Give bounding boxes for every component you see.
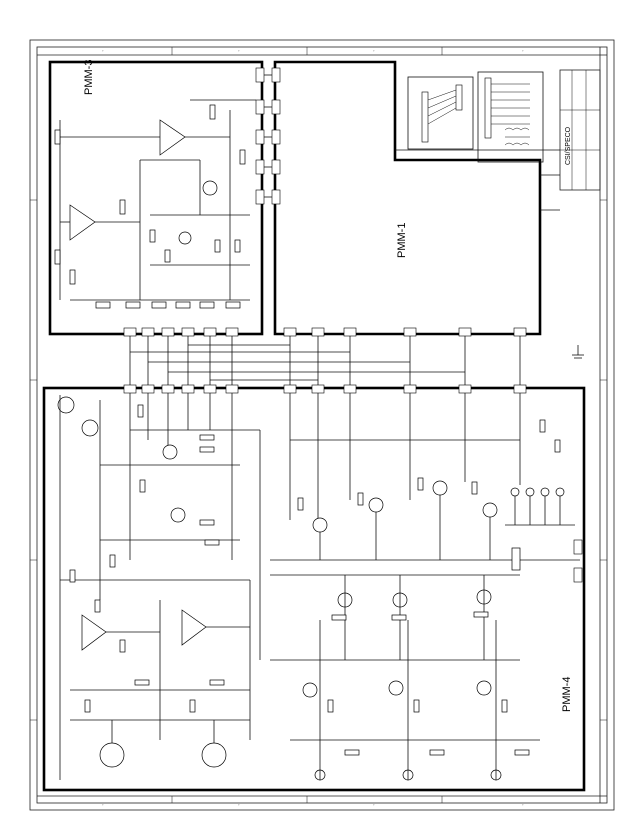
svg-text:◦: ◦	[238, 802, 240, 807]
svg-text:◦: ◦	[522, 48, 524, 53]
title-block-brand: CSI/SPECO	[565, 126, 572, 165]
pmm1-block: PMM-1	[273, 60, 542, 336]
svg-text:◦: ◦	[102, 802, 104, 807]
drawing-frame: ◦ ◦ ◦ ◦ ◦ ◦ ◦ ◦	[29, 39, 615, 811]
svg-text:◦: ◦	[238, 48, 240, 53]
interconnect-bus	[123, 67, 560, 394]
pmm4-label: PMM-4	[561, 677, 573, 712]
connector-panels	[407, 71, 544, 163]
ground-symbol	[572, 345, 584, 359]
svg-text:◦: ◦	[522, 802, 524, 807]
pmm4-circuit	[57, 393, 583, 781]
svg-text:◦: ◦	[102, 48, 104, 53]
pmm3-circuit	[54, 99, 256, 309]
pmm3-label: PMM-3	[83, 60, 95, 95]
pmm1-label: PMM-1	[396, 223, 408, 258]
pmm4-block: PMM-4	[42, 386, 586, 792]
svg-text:◦: ◦	[373, 48, 375, 53]
svg-text:◦: ◦	[373, 802, 375, 807]
title-block: CSI/SPECO	[559, 69, 601, 191]
